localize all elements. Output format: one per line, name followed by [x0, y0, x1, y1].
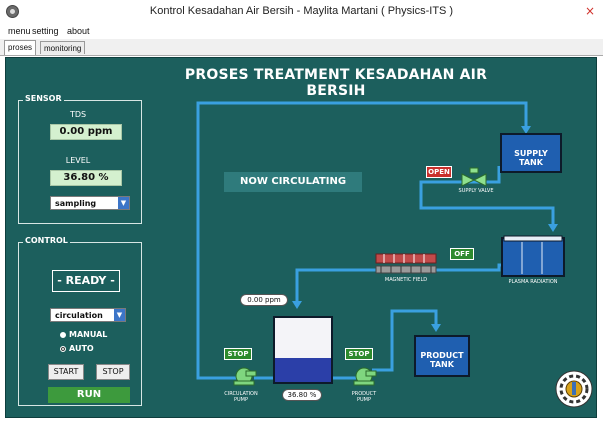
- circulation-pump-icon: [233, 367, 257, 386]
- valve-state-badge: OPEN: [426, 166, 452, 178]
- its-logo-icon: [555, 370, 593, 408]
- tank-ppm-readout: 0.00 ppm: [240, 294, 288, 306]
- product-pump-icon: [353, 367, 377, 386]
- radio-manual[interactable]: MANUAL: [60, 330, 107, 339]
- process-select[interactable]: circulation ▼: [50, 308, 126, 322]
- run-indicator: RUN: [48, 387, 130, 403]
- pipe-diagram: [196, 101, 593, 408]
- control-group: CONTROL: [18, 236, 142, 406]
- tab-monitoring[interactable]: monitoring: [40, 41, 86, 54]
- start-button[interactable]: START: [48, 364, 84, 380]
- sensor-mode-select[interactable]: sampling ▼: [50, 196, 130, 210]
- plasma-unit-icon: [501, 235, 565, 277]
- magnetic-field-icon: [375, 253, 437, 274]
- radio-manual-label: MANUAL: [69, 330, 108, 339]
- tab-proses[interactable]: proses: [4, 40, 37, 55]
- product-tank: PRODUCT TANK: [414, 335, 470, 377]
- control-status: - READY -: [52, 270, 120, 292]
- radio-auto-label: AUTO: [69, 344, 94, 353]
- arrow-supply-in: [521, 126, 531, 134]
- process-panel: PROSES TREATMENT KESADAHAN AIR BERSIH: [5, 57, 597, 418]
- title-bar: Kontrol Kesadahan Air Bersih - Maylita M…: [0, 0, 603, 24]
- control-group-title: CONTROL: [23, 236, 70, 245]
- close-button[interactable]: ×: [584, 4, 596, 18]
- supply-valve-label: SUPPLY VALVE: [458, 188, 494, 194]
- circulation-pump-state: STOP: [224, 348, 252, 360]
- chevron-down-icon: ▼: [114, 309, 125, 321]
- stop-button[interactable]: STOP: [96, 364, 130, 380]
- sensor-group: SENSOR: [18, 94, 142, 224]
- mixing-tank-level-fill: [275, 358, 331, 382]
- supply-valve-icon: [461, 167, 487, 187]
- level-value: 36.80 %: [50, 170, 122, 186]
- circulation-pump-label: CIRCULATION PUMP: [224, 391, 258, 403]
- product-pump-label: PRODUCT PUMP: [351, 391, 377, 403]
- pipe-product-up: [372, 309, 438, 372]
- pipe-supply-out: [419, 166, 555, 226]
- tank-level-readout: 36.80 %: [282, 389, 322, 401]
- arrow-tank-in: [292, 301, 302, 309]
- mixing-tank: [273, 316, 333, 384]
- arrow-product-in: [431, 324, 441, 332]
- level-label: LEVEL: [65, 156, 91, 165]
- circulation-status: NOW CIRCULATING: [224, 172, 362, 192]
- sensor-group-title: SENSOR: [23, 94, 64, 103]
- radio-auto[interactable]: AUTO: [60, 344, 94, 353]
- chevron-down-icon: ▼: [118, 197, 129, 209]
- arrow-plasma-in: [548, 224, 558, 232]
- menu-bar: menu setting about: [0, 24, 603, 39]
- magnetic-field-label: MAGNETIC FIELD: [384, 277, 428, 283]
- app-icon: [6, 5, 19, 18]
- radio-manual-dot: [60, 332, 66, 338]
- product-pump-state: STOP: [345, 348, 373, 360]
- radio-auto-dot: [60, 346, 66, 352]
- tab-strip: proses monitoring: [0, 39, 603, 56]
- window-title: Kontrol Kesadahan Air Bersih - Maylita M…: [149, 5, 454, 17]
- tds-value: 0.00 ppm: [50, 124, 122, 140]
- menu-item-menu[interactable]: menu: [8, 26, 31, 36]
- page-title: PROSES TREATMENT KESADAHAN AIR BERSIH: [184, 67, 488, 99]
- sensor-mode-value: sampling: [55, 199, 97, 208]
- tds-label: TDS: [69, 110, 87, 119]
- plasma-label: PLASMA RADIATION: [508, 279, 558, 285]
- supply-tank: SUPPLY TANK: [500, 133, 562, 173]
- pipe-circulation-return: [196, 101, 528, 380]
- plasma-state-badge: OFF: [450, 248, 474, 260]
- menu-item-about[interactable]: about: [67, 26, 90, 36]
- menu-item-setting[interactable]: setting: [32, 26, 59, 36]
- process-select-value: circulation: [55, 311, 103, 320]
